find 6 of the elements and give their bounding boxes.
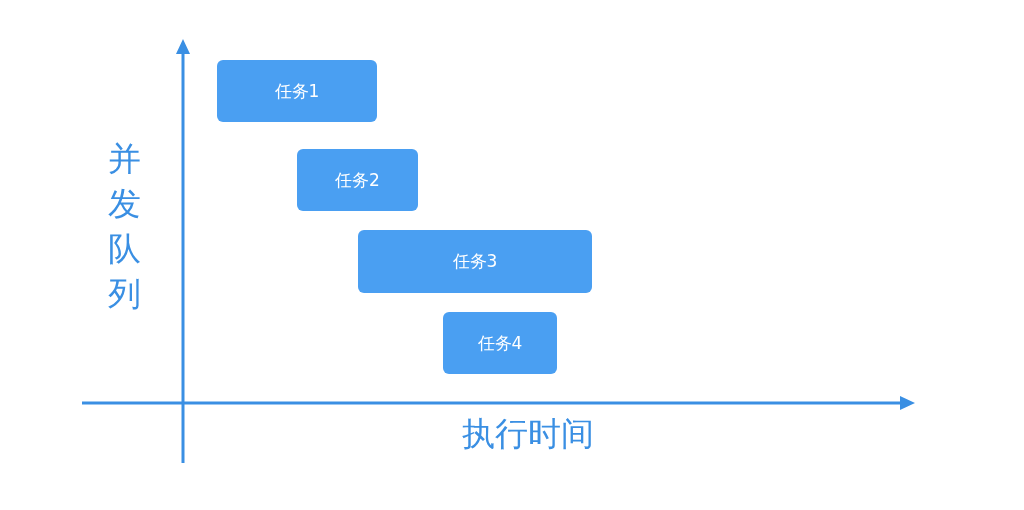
task-box: 任务1	[217, 60, 377, 122]
task-box: 任务4	[443, 312, 557, 374]
task-box: 任务3	[358, 230, 592, 293]
task-box: 任务2	[297, 149, 418, 211]
x-axis-label: 执行时间	[462, 413, 595, 455]
y-axis-label: 并发队列	[108, 138, 142, 315]
